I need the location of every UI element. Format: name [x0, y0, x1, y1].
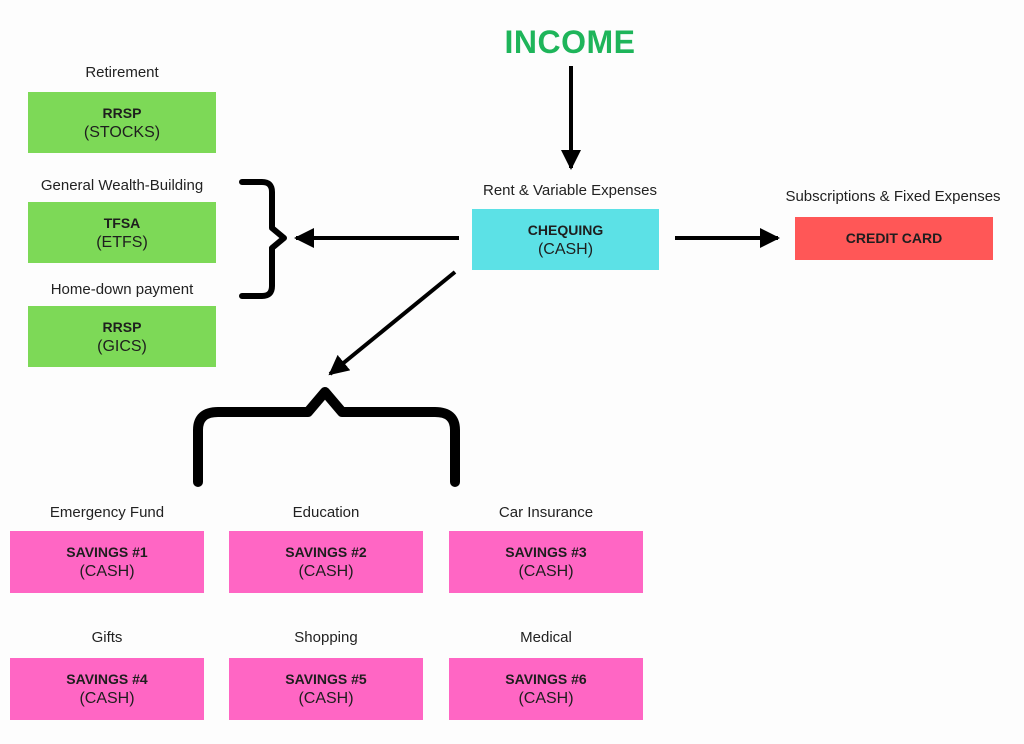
savings-caption: Emergency Fund [49, 504, 165, 521]
box-sub: (CASH) [79, 690, 135, 707]
savings-box-2: SAVINGS #2 (CASH) [229, 531, 423, 593]
savings-box-6: SAVINGS #6 (CASH) [449, 658, 643, 720]
box-title: SAVINGS #3 [505, 544, 587, 560]
investment-box-rrsp-stocks: RRSP (STOCKS) [28, 92, 216, 153]
box-title: SAVINGS #2 [285, 544, 367, 560]
savings-box-1: SAVINGS #1 (CASH) [10, 531, 204, 593]
box-sub: (ETFS) [96, 233, 148, 251]
box-sub: (CASH) [79, 563, 135, 580]
investment-box-tfsa: TFSA (ETFS) [28, 202, 216, 263]
investments-brace [239, 179, 287, 299]
savings-box-3: SAVINGS #3 (CASH) [449, 531, 643, 593]
investment-caption: Retirement [85, 64, 159, 81]
box-sub: (CASH) [298, 563, 354, 580]
box-title: SAVINGS #4 [66, 671, 148, 687]
box-sub: (GICS) [97, 337, 147, 355]
investment-caption: General Wealth-Building [40, 177, 204, 194]
savings-caption: Education [292, 504, 360, 521]
box-title: RRSP [102, 104, 142, 121]
box-sub: (CASH) [518, 690, 574, 707]
box-title: RRSP [102, 318, 142, 335]
savings-brace [193, 387, 460, 487]
box-title: TFSA [103, 214, 141, 231]
box-sub: (CASH) [537, 240, 594, 258]
chequing-box: CHEQUING (CASH) [472, 209, 659, 270]
savings-box-4: SAVINGS #4 (CASH) [10, 658, 204, 720]
box-title: CHEQUING [527, 221, 604, 238]
credit-card-box: CREDIT CARD [795, 217, 993, 260]
savings-caption: Medical [520, 629, 572, 646]
savings-caption: Gifts [91, 629, 123, 646]
savings-caption: Car Insurance [498, 504, 594, 521]
box-sub: (CASH) [298, 690, 354, 707]
box-title: SAVINGS #6 [505, 671, 587, 687]
credit-caption: Subscriptions & Fixed Expenses [785, 188, 1001, 205]
chequing-caption: Rent & Variable Expenses [483, 182, 657, 199]
investment-caption: Home-down payment [50, 281, 194, 298]
income-title: INCOME [504, 24, 636, 60]
box-title: CREDIT CARD [845, 230, 943, 246]
box-title: SAVINGS #1 [66, 544, 148, 560]
box-sub: (CASH) [518, 563, 574, 580]
savings-box-5: SAVINGS #5 (CASH) [229, 658, 423, 720]
box-sub: (STOCKS) [83, 123, 161, 141]
investment-box-rrsp-gics: RRSP (GICS) [28, 306, 216, 367]
savings-caption: Shopping [294, 629, 358, 646]
chequing-to-savings-arrow [328, 270, 457, 376]
box-title: SAVINGS #5 [285, 671, 367, 687]
